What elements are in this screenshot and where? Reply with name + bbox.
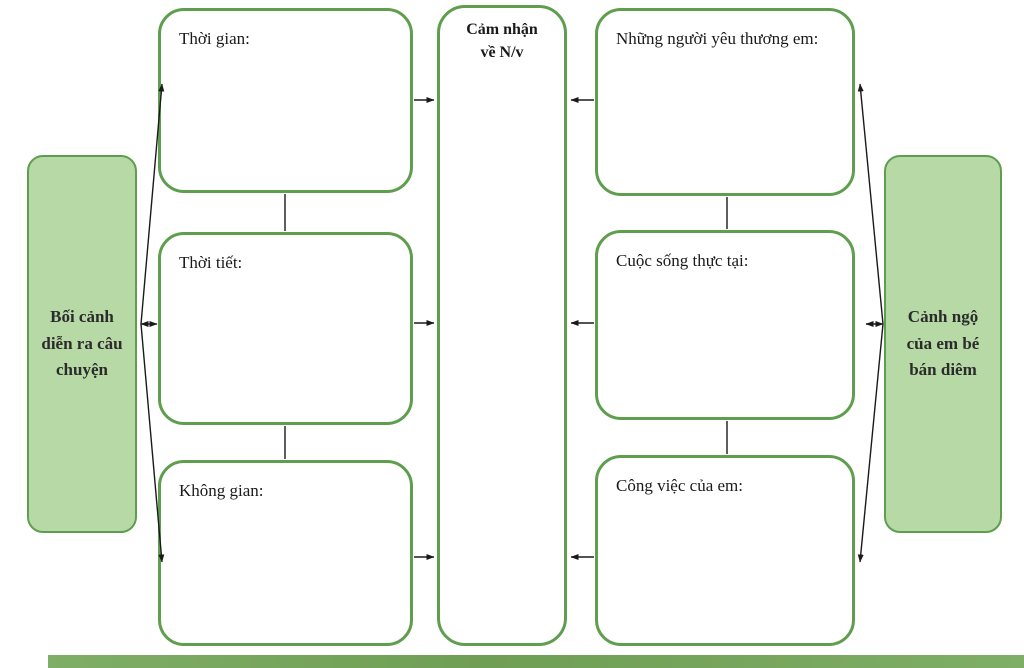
job-node: Công việc của em: — [595, 455, 855, 646]
time-node-label: Thời gian: — [179, 29, 250, 48]
feelings-center-label: Cảm nhận về N/v — [466, 21, 538, 62]
setting-context-label: Bối cảnh diễn ra câu chuyện — [41, 307, 123, 380]
loved-ones-node-label: Những người yêu thương em: — [616, 29, 819, 48]
arrow-right-fan-bottom — [857, 323, 884, 563]
feelings-center-box: Cảm nhận về N/v — [437, 5, 567, 646]
setting-context-box: Bối cảnh diễn ra câu chuyện — [27, 155, 137, 533]
match-girl-circumstance-box: Cảnh ngộ của em bé bán diêm — [884, 155, 1002, 533]
arrow-right-fan-top — [857, 83, 884, 325]
real-life-node: Cuộc sống thực tại: — [595, 230, 855, 420]
space-node-label: Không gian: — [179, 481, 264, 500]
space-node: Không gian: — [158, 460, 413, 646]
bottom-green-strip — [48, 655, 1024, 668]
weather-node: Thời tiết: — [158, 232, 413, 425]
match-girl-circumstance-label: Cảnh ngộ của em bé bán diêm — [906, 307, 980, 380]
loved-ones-node: Những người yêu thương em: — [595, 8, 855, 196]
job-node-label: Công việc của em: — [616, 476, 743, 495]
time-node: Thời gian: — [158, 8, 413, 193]
weather-node-label: Thời tiết: — [179, 253, 243, 272]
real-life-node-label: Cuộc sống thực tại: — [616, 251, 749, 270]
